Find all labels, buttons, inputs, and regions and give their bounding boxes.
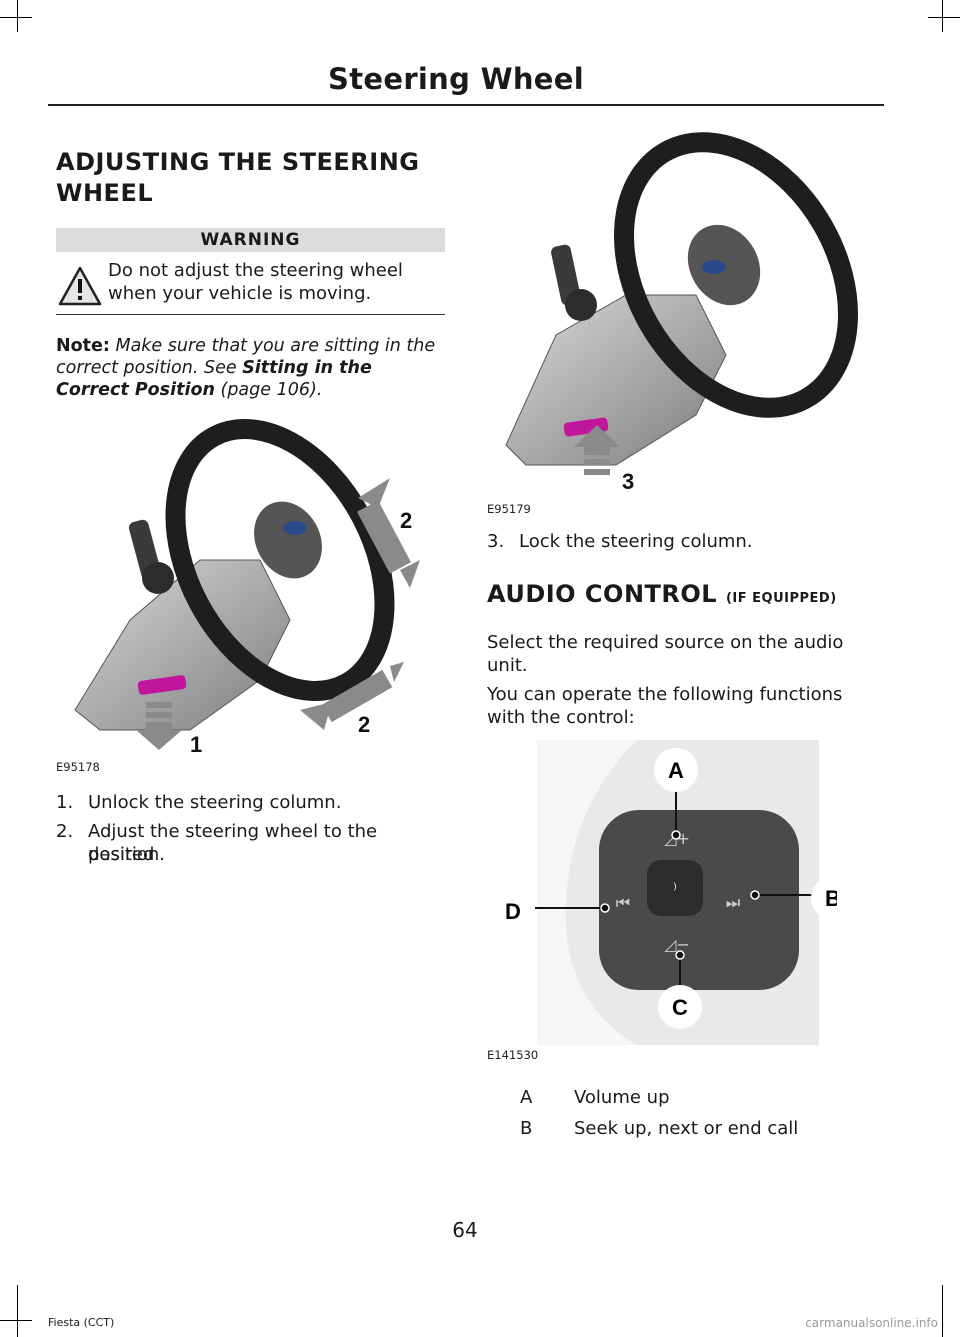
note-text: Make sure that you are sitting in the co…	[56, 336, 436, 378]
callout-2-telescope: 2	[358, 712, 370, 737]
watermark: carmanualsonline.info	[805, 1316, 938, 1330]
warning-triangle-icon	[58, 266, 102, 306]
section-title-line2: WHEEL	[56, 179, 154, 207]
figure-code-e95178: E95178	[56, 760, 100, 774]
warning-label: WARNING	[56, 228, 445, 252]
section-title-line1: ADJUSTING THE STEERING	[56, 148, 420, 176]
seek-down-icon: ⏮	[616, 893, 630, 912]
paragraph-line: You can operate the following functions	[487, 684, 843, 705]
step-text-line2: position.	[88, 844, 166, 865]
crop-mark	[17, 1285, 18, 1337]
crop-mark	[942, 1285, 943, 1337]
label-b: B	[825, 886, 837, 911]
section-title-audio: AUDIO CONTROL (IF EQUIPPED)	[487, 580, 837, 608]
paragraph-line: with the control:	[487, 707, 635, 728]
arrow-telescope-2	[300, 662, 404, 730]
callout-3: 3	[622, 469, 634, 494]
paragraph-line: unit.	[487, 655, 528, 676]
steering-lock-illustration: 3	[505, 132, 858, 494]
step-text: Unlock the steering column.	[88, 792, 342, 813]
step-2: 2. Adjust the steering wheel to the desi…	[56, 820, 448, 868]
section-title-audio-text: AUDIO CONTROL	[487, 580, 718, 608]
arrow-tilt-2	[356, 478, 420, 588]
crop-mark	[942, 0, 943, 32]
volume-down-icon: ◿−	[663, 935, 690, 954]
section-title-adjusting: ADJUSTING THE STEERING WHEEL	[56, 147, 420, 209]
paragraph-select-source: Select the required source on the audio …	[487, 631, 882, 677]
arrow-down-1	[136, 702, 182, 750]
note-link-sitting-position[interactable]: Sitting in the Correct Position	[56, 358, 372, 400]
crop-mark	[17, 0, 18, 32]
page-number: 64	[452, 1218, 478, 1242]
step-text-line1: Adjust the steering wheel to the desired	[88, 821, 378, 865]
label-c: C	[672, 995, 688, 1020]
legend-value: Seek up, next or end call	[574, 1118, 799, 1139]
header-rule	[48, 104, 884, 106]
legend-value: Volume up	[574, 1087, 670, 1108]
figure-code-e95179: E95179	[487, 502, 531, 516]
crop-mark	[0, 17, 32, 18]
seek-up-icon: ⏭	[726, 893, 740, 912]
section-title-suffix: (IF EQUIPPED)	[725, 591, 837, 606]
footer-model: Fiesta (CCT)	[48, 1316, 115, 1329]
legend-key: B	[520, 1118, 533, 1139]
note-page-ref: (page 106).	[214, 380, 323, 400]
crop-mark	[0, 1320, 32, 1321]
label-a: A	[668, 758, 684, 783]
step-number: 3.	[487, 531, 505, 552]
steering-adjust-illustration: 2 2 1	[74, 419, 420, 755]
page-header-title: Steering Wheel	[328, 62, 584, 96]
figure-code-e141530: E141530	[487, 1048, 539, 1062]
step-1: 1. Unlock the steering column.	[56, 791, 448, 815]
callout-2-tilt: 2	[400, 508, 412, 533]
voice-icon: ⁾	[673, 880, 677, 899]
step-number: 1.	[56, 792, 74, 813]
audio-control-illustration: ⁾ ◿+ ◿− ⏮ ⏭ A B C D	[505, 740, 837, 1045]
paragraph-operate-functions: You can operate the following functions …	[487, 683, 882, 729]
paragraph-line: Select the required source on the audio	[487, 632, 844, 653]
crop-mark	[928, 17, 960, 18]
label-d: D	[505, 899, 521, 924]
arrow-up-3	[574, 425, 620, 475]
note-label: Note:	[56, 336, 110, 356]
step-text: Lock the steering column.	[519, 531, 753, 552]
note-paragraph: Note: Make sure that you are sitting in …	[56, 335, 448, 401]
step-number: 2.	[56, 821, 74, 842]
warning-rule	[56, 314, 445, 315]
callout-1: 1	[190, 732, 202, 755]
step-3: 3. Lock the steering column.	[487, 530, 882, 554]
warning-text: Do not adjust the steering wheel when yo…	[108, 260, 403, 304]
legend-key: A	[520, 1087, 533, 1108]
